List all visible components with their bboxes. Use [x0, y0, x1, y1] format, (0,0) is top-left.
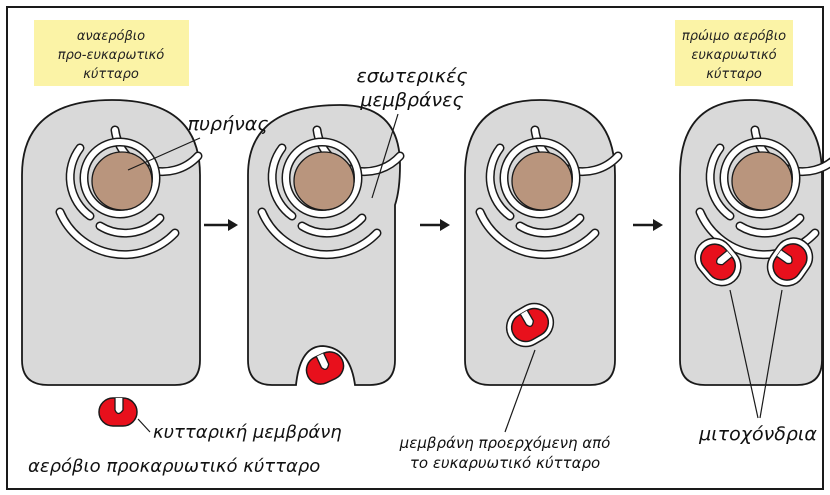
internal-membranes-label-2: μεμβράνες	[359, 89, 463, 111]
cell-membrane-label: κυτταρική μεμβράνη	[153, 422, 342, 443]
cell-stage-4	[680, 100, 830, 385]
right-arrow-icon	[420, 219, 450, 231]
stage1-label-box: αναερόβιο προ-ευκαρωτικό κύτταρο	[34, 20, 189, 86]
stage1-line-1: αναερόβιο	[77, 29, 145, 44]
right-arrow-icon	[633, 219, 663, 231]
right-arrow-icon	[204, 219, 238, 231]
internal-membranes-label-1: εσωτερικές	[356, 65, 467, 87]
free-prokaryote	[99, 398, 137, 426]
stage4-line-2: ευκαρυωτικό	[691, 48, 776, 63]
stage4-line-1: πρώιμο αερόβιο	[682, 29, 786, 44]
mitochondria-label: μιτοχόνδρια	[698, 423, 817, 445]
cell-stage-2	[248, 105, 400, 389]
nucleus-label: πυρήνας	[188, 113, 269, 135]
cell-stage-1	[22, 100, 200, 385]
membrane-origin-label-1: μεμβράνη προερχόμενη από	[399, 434, 611, 452]
aerobic-prokaryote-label: αερόβιο προκαρυωτικό κύτταρο	[28, 456, 320, 477]
stage4-label-box: πρώιμο αερόβιο ευκαρυωτικό κύτταρο	[675, 20, 793, 86]
stage1-line-3: κύτταρο	[83, 67, 139, 82]
stage1-line-2: προ-ευκαρωτικό	[58, 48, 165, 63]
cell-stage-3	[465, 100, 618, 385]
membrane-origin-label-2: το ευκαρυωτικό κύτταρο	[410, 454, 600, 472]
stage4-line-3: κύτταρο	[706, 67, 762, 82]
